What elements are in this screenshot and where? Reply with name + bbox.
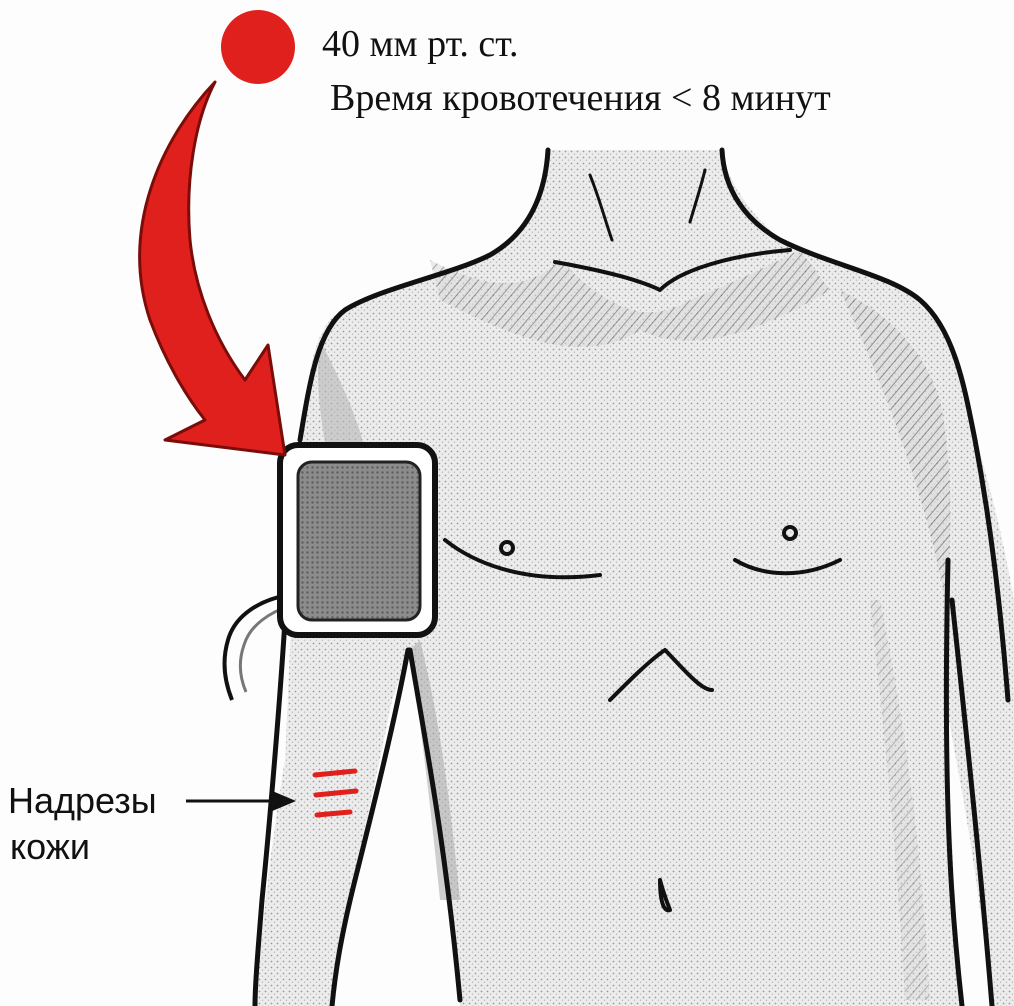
blood-pressure-cuff [280,445,435,635]
bleeding-time-text: Время кровотечения < 8 минут [330,76,831,120]
incisions-label-line2: кожи [10,826,90,868]
red-dot-icon [221,10,295,84]
pressure-text: 40 мм рт. ст. [322,22,518,66]
curved-arrow-icon [140,82,285,455]
incisions-label-line1: Надрезы [8,780,157,822]
